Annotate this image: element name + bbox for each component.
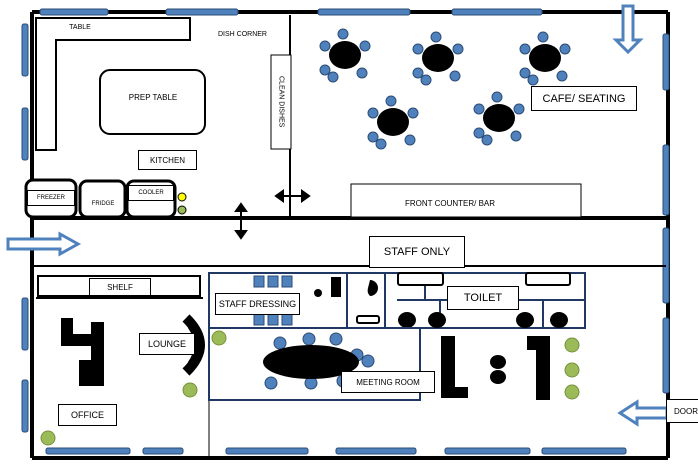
chair — [537, 31, 549, 43]
cafe-table-group — [367, 95, 419, 150]
cafe-table-group — [412, 31, 464, 86]
chair — [319, 40, 331, 52]
chair — [559, 43, 571, 55]
plant-icon — [40, 430, 56, 446]
cafe-table — [422, 44, 454, 72]
prep-table — [99, 69, 206, 135]
entry-arrow-icon — [617, 399, 669, 427]
chair — [327, 71, 339, 83]
chair — [319, 64, 331, 76]
meeting-table-group — [263, 332, 375, 390]
plant-icon — [564, 337, 580, 353]
label-front-counter: FRONT COUNTER/ BAR — [404, 198, 496, 208]
chair — [473, 103, 485, 115]
chair — [420, 74, 432, 86]
entry-arrow-icon — [6, 231, 82, 257]
label-meeting-room: MEETING ROOM — [341, 371, 435, 393]
label-cafe-seating: CAFE/ SEATING — [531, 86, 637, 111]
kitchen-counter — [35, 17, 191, 151]
chair — [481, 134, 493, 146]
plants — [40, 330, 580, 446]
lounge-sofa — [182, 314, 205, 376]
chair — [367, 131, 379, 143]
meeting-room-outline — [208, 327, 421, 401]
chair — [519, 43, 531, 55]
chair — [556, 70, 568, 82]
cafe-table — [483, 104, 515, 132]
entry-arrow-icon — [612, 4, 644, 55]
chair — [337, 28, 349, 40]
label-toilet: TOILET — [447, 286, 519, 310]
label-office: OFFICE — [58, 404, 117, 426]
plant-icon — [211, 330, 227, 346]
label-staff-only: STAFF ONLY — [369, 236, 465, 268]
chair — [361, 354, 375, 368]
label-lounge: LOUNGE — [139, 333, 195, 355]
toilet-sink — [397, 272, 444, 286]
double-arrow-icon — [274, 189, 311, 203]
chair — [473, 127, 485, 139]
front-counter — [350, 183, 582, 218]
storage-fixtures — [441, 336, 550, 400]
label-staff-dressing: STAFF DRESSING — [215, 293, 300, 315]
meeting-table — [263, 345, 359, 379]
label-clean-dishes: CLEAN DISHES — [277, 76, 285, 128]
chair — [302, 332, 316, 346]
chair — [273, 336, 287, 350]
office-desk — [61, 318, 104, 386]
double-arrow-icon — [234, 202, 248, 240]
fridge-unit — [78, 179, 127, 219]
chair — [385, 95, 397, 107]
label-door: DOOR — [666, 399, 698, 423]
lockers — [253, 275, 293, 326]
cafe-table — [329, 41, 361, 69]
plant-icon — [182, 382, 198, 398]
chair — [452, 43, 464, 55]
chair — [491, 91, 503, 103]
chair — [412, 43, 424, 55]
cafe-tables — [319, 28, 571, 150]
toilet-sink — [525, 272, 571, 286]
cafe-table — [377, 108, 409, 136]
label-dish-corner: DISH CORNER — [217, 30, 267, 38]
label-prep-table: PREP TABLE — [128, 92, 178, 102]
plant-icon — [564, 362, 580, 378]
label-table: TABLE — [69, 23, 91, 31]
chair — [404, 134, 416, 146]
cafe-table-group — [319, 28, 371, 83]
chair — [407, 107, 419, 119]
chair — [510, 130, 522, 142]
cafe-table — [529, 44, 561, 72]
plant-icon — [564, 384, 580, 400]
windows — [21, 8, 670, 455]
staff-toilet — [367, 280, 378, 296]
chair — [375, 138, 387, 150]
label-fridge: FRIDGE — [91, 200, 115, 207]
chair — [513, 103, 525, 115]
dressing-fixtures — [314, 277, 341, 297]
label-freezer: FREEZER — [27, 190, 75, 206]
chair — [359, 40, 371, 52]
chair — [430, 31, 442, 43]
clean-dishes-counter — [270, 54, 292, 150]
cafe-table-group — [519, 31, 571, 86]
chair — [412, 67, 424, 79]
label-kitchen: KITCHEN — [138, 150, 197, 170]
chair — [329, 332, 343, 346]
cafe-table-group — [473, 91, 525, 146]
chair — [527, 74, 539, 86]
staff-sink — [356, 315, 380, 324]
chair — [519, 67, 531, 79]
label-shelf: SHELF — [89, 278, 151, 296]
label-cooler: COOLER — [128, 185, 174, 201]
chair — [356, 67, 368, 79]
chair — [367, 107, 379, 119]
chair — [264, 376, 278, 390]
toilet-bowls — [398, 312, 568, 328]
burner-icon — [177, 205, 187, 215]
chair — [449, 70, 461, 82]
burner-icon — [177, 192, 187, 202]
